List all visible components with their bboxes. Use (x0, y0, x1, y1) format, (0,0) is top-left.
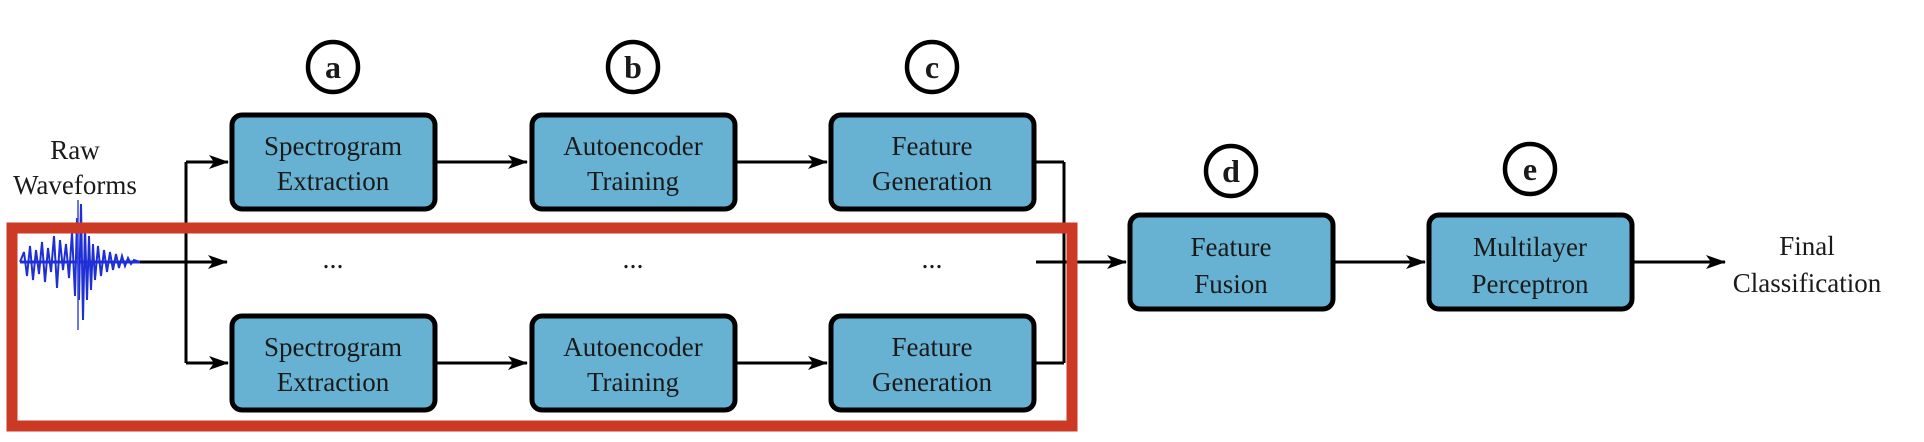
mlp-label-1: Multilayer (1473, 232, 1587, 262)
top-spectrogram-label-2: Extraction (277, 166, 390, 196)
top-feature-label-1: Feature (892, 131, 973, 161)
bottom-spectrogram-extraction-box: Spectrogram Extraction (229, 313, 438, 413)
top-autoencoder-label-2: Training (587, 166, 679, 196)
bottom-feature-label-1: Feature (892, 332, 973, 362)
feature-fusion-box: Feature Fusion (1127, 212, 1336, 312)
middle-ellipsis-c: ... (922, 244, 943, 275)
bottom-autoencoder-label-2: Training (587, 367, 679, 397)
bottom-feature-label-2: Generation (872, 367, 992, 397)
middle-ellipsis-b: ... (623, 244, 644, 275)
input-label-line1: Raw (50, 135, 100, 165)
bottom-feature-generation-box: Feature Generation (828, 313, 1037, 413)
mlp-label-2: Perceptron (1472, 269, 1589, 299)
stage-marker-a: a (305, 39, 361, 95)
bottom-spectrogram-label-1: Spectrogram (264, 332, 402, 362)
stage-marker-d-label: d (1222, 153, 1240, 189)
output-label-line1: Final (1779, 231, 1835, 261)
middle-ellipsis-a: ... (323, 244, 344, 275)
stage-marker-d: d (1203, 143, 1259, 199)
top-feature-label-2: Generation (872, 166, 992, 196)
multilayer-perceptron-box: Multilayer Perceptron (1426, 212, 1635, 312)
top-feature-generation-box: Feature Generation (828, 112, 1037, 212)
highlight-box (6, 222, 1078, 432)
top-autoencoder-training-box: Autoencoder Training (529, 112, 738, 212)
input-label-line2: Waveforms (13, 170, 137, 200)
connectors (140, 155, 1726, 370)
bottom-spectrogram-label-2: Extraction (277, 367, 390, 397)
top-spectrogram-label-1: Spectrogram (264, 131, 402, 161)
stage-marker-e: e (1502, 141, 1558, 197)
fusion-label-2: Fusion (1194, 269, 1268, 299)
stage-marker-e-label: e (1523, 151, 1537, 187)
top-spectrogram-extraction-box: Spectrogram Extraction (229, 112, 438, 212)
top-autoencoder-label-1: Autoencoder (563, 131, 702, 161)
bottom-autoencoder-training-box: Autoencoder Training (529, 313, 738, 413)
stage-marker-a-label: a (325, 49, 341, 85)
stage-marker-c: c (904, 39, 960, 95)
waveform-icon (19, 200, 141, 330)
bottom-autoencoder-label-1: Autoencoder (563, 332, 702, 362)
stage-marker-b-label: b (624, 49, 642, 85)
fusion-label-1: Feature (1191, 232, 1272, 262)
stage-marker-c-label: c (925, 49, 939, 85)
stage-marker-b: b (605, 39, 661, 95)
output-label-line2: Classification (1733, 268, 1882, 298)
